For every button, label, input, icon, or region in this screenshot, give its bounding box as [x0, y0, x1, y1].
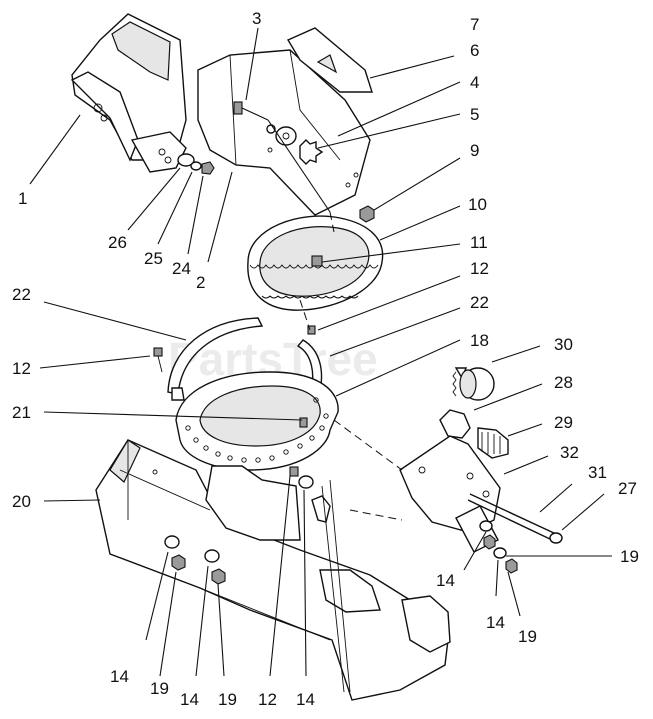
housing-bolts: [289, 417, 351, 693]
small-bolts: [153, 325, 316, 373]
callout-22: 22: [12, 285, 31, 304]
ring-gear: [247, 215, 384, 311]
callout-12: 12: [470, 259, 489, 278]
callout-19: 19: [218, 690, 237, 709]
callout-26: 26: [108, 233, 127, 252]
chute-base-ring: [175, 371, 339, 471]
callout-32: 32: [560, 443, 579, 462]
callout-22: 22: [470, 293, 489, 312]
callout-30: 30: [554, 335, 573, 354]
callout-21: 21: [12, 403, 31, 422]
callout-1: 1: [18, 189, 27, 208]
lower-chute-housing: [95, 439, 451, 701]
callout-25: 25: [144, 249, 163, 268]
callout-27: 27: [618, 479, 637, 498]
callout-12: 12: [12, 359, 31, 378]
callout-12: 12: [258, 690, 277, 709]
callout-31: 31: [588, 463, 607, 482]
callout-19: 19: [150, 679, 169, 698]
callout-20: 20: [12, 492, 31, 511]
callout-24: 24: [172, 259, 191, 278]
callout-18: 18: [470, 331, 489, 350]
callout-28: 28: [554, 373, 573, 392]
callout-14: 14: [296, 690, 315, 709]
callout-3: 3: [252, 9, 261, 28]
callout-9: 9: [470, 141, 479, 160]
callout-6: 6: [470, 41, 479, 60]
callout-4: 4: [470, 73, 479, 92]
callout-14: 14: [110, 667, 129, 686]
left-washers-and-nuts: [164, 535, 226, 585]
callout-labels: 1 2 3 4 5 6 7 9 10 11 12 12 12 14 14 14 …: [12, 9, 639, 709]
callout-14: 14: [436, 571, 455, 590]
callout-11: 11: [470, 233, 488, 252]
callout-19: 19: [518, 627, 537, 646]
top-deflector-plate: [286, 27, 373, 93]
callout-2: 2: [196, 273, 205, 292]
nut: [359, 205, 375, 223]
bolt: [233, 101, 269, 121]
drive-gear-assembly: [399, 367, 563, 574]
washer-and-lockwasher: [266, 124, 324, 165]
chute-hardware: [177, 153, 215, 175]
chute-deflector: [70, 13, 187, 173]
callout-10: 10: [468, 195, 487, 214]
leader-lines: [29, 27, 612, 677]
assembly-lines: [299, 211, 403, 521]
callout-7: 7: [470, 15, 479, 34]
callout-14: 14: [180, 690, 199, 709]
callout-14: 14: [486, 613, 505, 632]
callout-19: 19: [620, 547, 639, 566]
callout-5: 5: [470, 105, 479, 124]
callout-29: 29: [554, 413, 573, 432]
